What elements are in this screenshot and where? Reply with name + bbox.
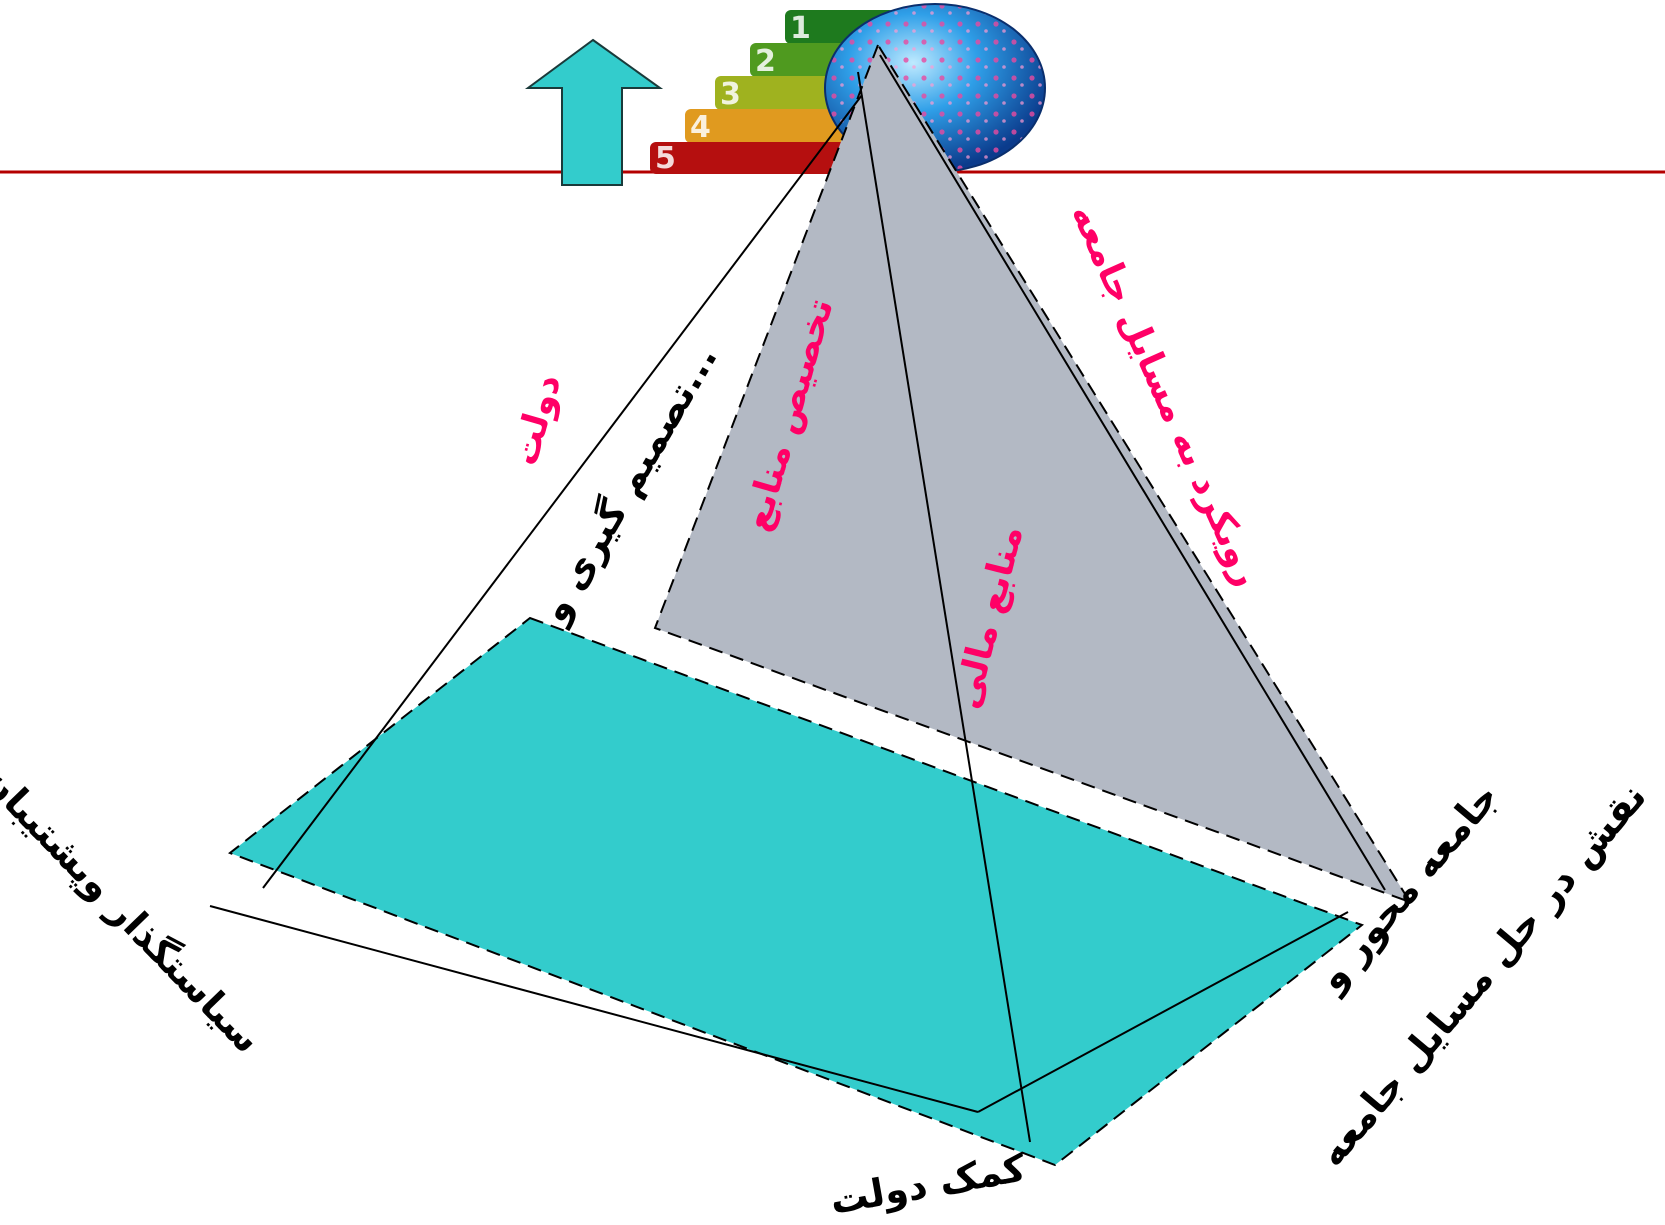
step-number-5: 5 <box>655 141 676 176</box>
step-number-2: 2 <box>755 44 776 79</box>
step-number-1: 1 <box>790 11 811 46</box>
step-number-3: 3 <box>720 77 741 112</box>
step-number-4: 4 <box>690 110 711 145</box>
label-komak-daulat: کمک دولت <box>827 1145 1030 1224</box>
label-daulat: دولت <box>504 370 569 470</box>
up-arrow-icon <box>528 40 660 185</box>
label-siasatgozar: سیاستگذار وپشتیبان <box>0 756 270 1062</box>
